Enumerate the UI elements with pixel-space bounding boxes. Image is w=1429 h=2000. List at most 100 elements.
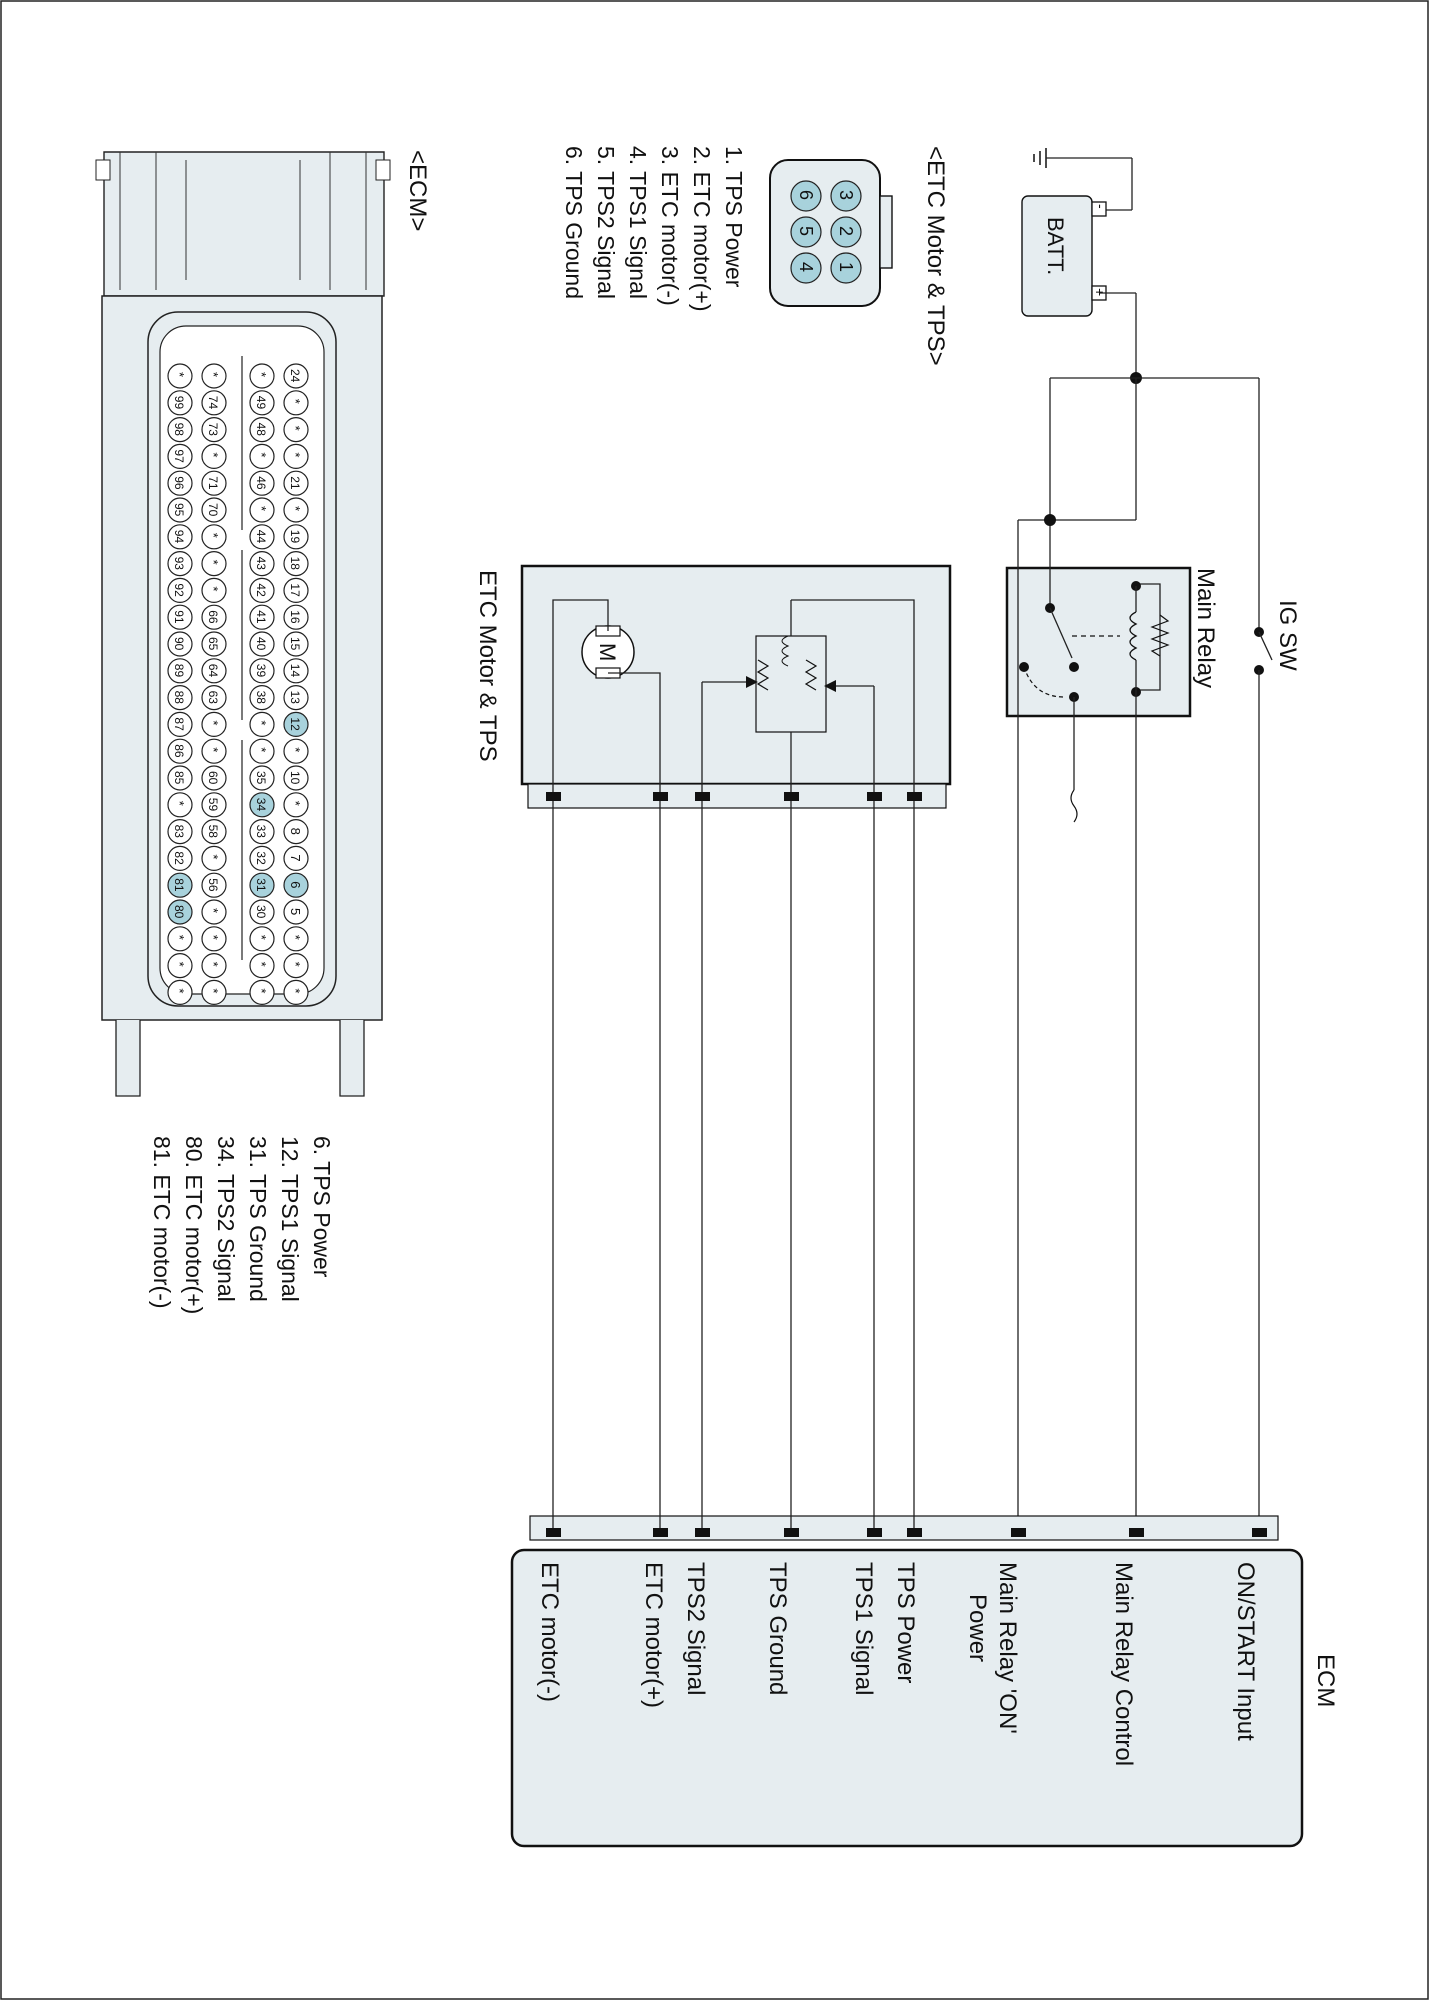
ecm-block: ECM ON/START Input Main Relay Control Ma…	[510, 1515, 1339, 1848]
relay-coil-icon	[1129, 611, 1138, 661]
ecm-cavity-label: *	[172, 801, 187, 806]
ecm-cavity	[249, 765, 275, 791]
ecm-cavity	[249, 792, 275, 818]
ecm-cavity	[201, 845, 227, 872]
ecm-cavity-label: 35	[254, 771, 268, 785]
ecm-cavity-label: 12	[288, 717, 302, 731]
ecm-cavity-label: *	[288, 962, 303, 967]
ecm-cavity	[167, 604, 193, 630]
ecm-cavity-label: 86	[172, 744, 186, 758]
legend-item: 6. TPS Power	[309, 1136, 335, 1278]
resistor-icon	[1150, 614, 1170, 657]
ecm-cavity	[249, 390, 275, 416]
ecm-cavity	[167, 711, 193, 738]
ecm-cavity-label: *	[254, 506, 269, 511]
ecm-cavity	[283, 952, 309, 979]
etc-cavity: 4	[796, 262, 816, 272]
ecm-cavity-label: 56	[206, 878, 220, 892]
ecm-cavity-label: 18	[288, 557, 302, 571]
ecm-cavity	[201, 926, 227, 952]
ecm-cavity	[249, 899, 275, 925]
ecm-cavity-label: 82	[172, 851, 186, 865]
etc-cavity: 2	[836, 226, 856, 236]
ecm-cavity-label: 87	[172, 717, 186, 731]
ecm-cavity	[201, 738, 227, 764]
ecm-cavity	[167, 979, 193, 1006]
ecm-cavity-label: 99	[172, 396, 186, 410]
ecm-cavity	[283, 792, 309, 818]
ecm-cavity-label: 94	[172, 530, 186, 544]
ecm-cavity	[249, 417, 275, 443]
ecm-pin-label: ON/START Input	[1232, 1562, 1259, 1741]
ecm-cavity-label: 46	[254, 476, 268, 490]
ecm-cavity-label: *	[172, 962, 187, 967]
ecm-cavity	[201, 524, 227, 550]
ecm-cavity	[283, 738, 309, 764]
ecm-cavity	[249, 872, 275, 898]
motor-symbol: M	[595, 643, 620, 661]
ecm-cavity-label: 38	[254, 691, 268, 705]
ecm-cavity	[249, 497, 275, 523]
ecm-cavity	[167, 792, 193, 818]
ecm-cavity	[283, 550, 309, 577]
ecm-cavity	[201, 363, 227, 389]
ecm-cavity	[249, 845, 275, 872]
ecm-cavity-label: 66	[206, 610, 220, 624]
ecm-cavity-label: *	[172, 372, 187, 377]
ecm-cavity	[283, 711, 309, 738]
ecm-cavity	[167, 684, 193, 711]
legend-item: 34. TPS2 Signal	[213, 1136, 239, 1302]
ecm-cavity	[201, 470, 227, 496]
ecm-cavity	[167, 845, 193, 872]
legend-item: 3. ETC motor(-)	[657, 146, 683, 306]
ecm-cavity-label: 6	[288, 881, 303, 888]
ecm-cavity-label: *	[254, 935, 269, 940]
ecm-cavity	[249, 631, 275, 657]
ecm-cavity	[167, 926, 193, 952]
ig-switch-label: IG SW	[1274, 600, 1301, 671]
ecm-cavity	[167, 738, 193, 764]
etc-connector-title: <ETC Motor & TPS>	[922, 146, 949, 366]
ecm-cavity	[283, 979, 309, 1006]
ecm-cavity	[283, 497, 309, 523]
ecm-cavity-label: 30	[254, 905, 268, 919]
ecm-cavity	[249, 443, 275, 469]
harness-wires	[552, 796, 915, 1536]
ecm-cavity	[167, 631, 193, 657]
ecm-cavity	[283, 577, 309, 604]
ground-icon	[1033, 148, 1133, 211]
ecm-cavity	[201, 658, 227, 684]
ecm-pin-label: ETC motor(+)	[640, 1562, 667, 1708]
ecm-cavity-label: *	[288, 452, 303, 457]
ecm-cavity-label: 31	[254, 878, 268, 892]
ecm-cavity	[249, 818, 275, 845]
ecm-cavity	[201, 979, 227, 1006]
etc-connector-legend: 1. TPS Power 2. ETC motor(+) 3. ETC moto…	[561, 146, 747, 312]
ecm-cavity-label: 16	[288, 610, 302, 624]
ecm-cavity-label: 59	[206, 798, 220, 812]
ecm-cavity	[249, 684, 275, 711]
ecm-cavity-label: 44	[254, 530, 268, 544]
legend-item: 5. TPS2 Signal	[593, 146, 619, 299]
ecm-cavity-label: 48	[254, 423, 268, 437]
ecm-cavity	[167, 443, 193, 469]
ecm-cavity-label: 10	[288, 771, 302, 785]
resistor-icon	[756, 659, 770, 691]
ecm-cavity-label: 32	[254, 851, 268, 865]
battery-label: BATT.	[1043, 217, 1068, 275]
ecm-cavity	[249, 979, 275, 1006]
ecm-pin-label: TPS1 Signal	[850, 1562, 877, 1695]
ecm-cavity-label: *	[254, 988, 269, 993]
ecm-cavity-label: *	[172, 935, 187, 940]
ecm-connector-face: <ECM> 24***21*1918171615141312*10*8765**…	[95, 150, 431, 1097]
battery-minus: -	[1093, 204, 1109, 209]
ecm-cavity	[249, 470, 275, 496]
ecm-cavity	[249, 738, 275, 764]
ecm-cavity	[167, 818, 193, 845]
ecm-cavity-label: 17	[288, 583, 302, 597]
ecm-pin-label: TPS2 Signal	[682, 1562, 709, 1695]
ecm-cavity-label: 97	[172, 449, 186, 463]
ecm-cavity-label: *	[254, 747, 269, 752]
legend-item: 12. TPS1 Signal	[277, 1136, 303, 1302]
